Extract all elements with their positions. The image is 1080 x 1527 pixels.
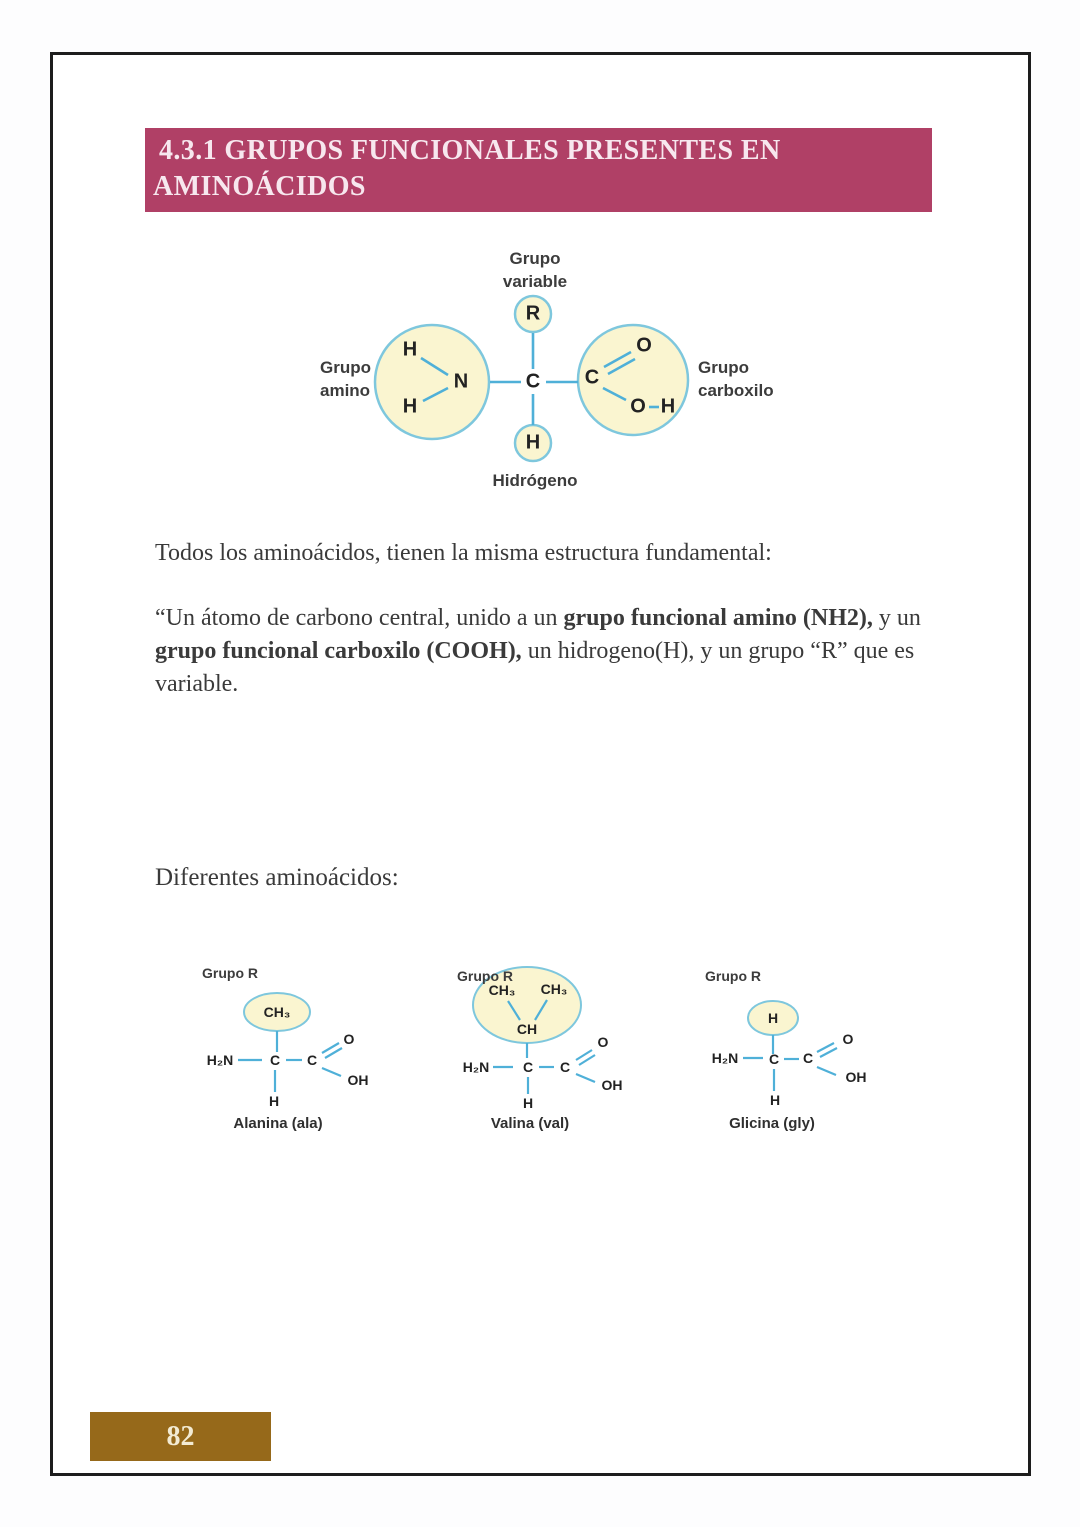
bond-lines [420, 333, 659, 425]
label-grupo-variable-line2: variable [502, 272, 568, 291]
label-grupo-carboxilo-line1: Grupo [698, 358, 749, 377]
structure-bonds-and-circles [373, 294, 690, 463]
alanine-oh: OH [347, 1072, 369, 1088]
atom-r: R [525, 302, 541, 325]
valine-oh: OH [601, 1077, 623, 1093]
valine-ch3-right: CH₃ [540, 981, 568, 997]
page-number: 82 [166, 1420, 195, 1452]
valine-c-alpha: C [522, 1059, 534, 1075]
atom-h-hydroxyl: H [660, 395, 676, 418]
quote-part-3: un hidrogeno(H), y un grupo “R” que es v… [155, 638, 915, 697]
different-aminoacids-heading: Diferentes aminoácidos: [155, 864, 399, 891]
group-circles [373, 294, 690, 463]
atom-h-bottom: H [402, 395, 418, 418]
glycine-oh: OH [845, 1069, 867, 1085]
atom-o-single: O [630, 395, 646, 418]
section-title-line-1: 4.3.1 GRUPOS FUNCIONALES PRESENTES EN [159, 135, 781, 166]
glycine-r-group: H [767, 1010, 779, 1026]
valine-ch: CH [516, 1021, 538, 1037]
alanine-c-alpha: C [269, 1052, 281, 1068]
valine-grupo-r-label: Grupo R [457, 968, 513, 984]
atom-h-alpha: H [525, 431, 541, 454]
glycine-grupo-r-label: Grupo R [705, 968, 761, 984]
glycine-c-carboxyl: C [802, 1050, 814, 1066]
page-number-box: 82 [90, 1412, 271, 1461]
quote-part-1: “Un átomo de carbono central, unido a un [155, 605, 564, 631]
valine-amine: H₂N [462, 1059, 490, 1075]
quote-bold-carboxilo: grupo funcional carboxilo (COOH), [155, 638, 522, 664]
valine-caption: Valina (val) [490, 1115, 570, 1132]
label-grupo-carboxilo-line2: carboxilo [698, 381, 774, 400]
label-grupo-amino-line2: amino [320, 381, 371, 400]
glycine-h: H [769, 1092, 781, 1108]
atom-c-alpha: C [525, 370, 541, 393]
alanine-o: O [343, 1031, 355, 1047]
valine-bonds [472, 966, 596, 1094]
section-title-line-2: AMINOÁCIDOS [153, 171, 366, 202]
alanine-bonds [238, 992, 343, 1092]
glycine-o: O [842, 1031, 854, 1047]
label-hidrogeno: Hidrógeno [492, 471, 578, 490]
atom-c-carboxyl: C [584, 366, 600, 389]
glycine-bonds [743, 1000, 838, 1091]
quote-paragraph: “Un átomo de carbono central, unido a un… [155, 602, 950, 701]
valine-figure: Grupo R CH₃ CH₃ CH H₂N C C O OH H Valina… [440, 963, 675, 1138]
glycine-figure: Grupo R H H₂N C C O OH H Glicina (gly) [698, 963, 918, 1138]
label-grupo-amino-line1: Grupo [320, 358, 371, 377]
label-grupo-variable-line1: Grupo [509, 249, 561, 268]
atom-o-double: O [636, 334, 652, 357]
label-grupo-amino: Grupo amino [320, 356, 371, 402]
valine-h: H [522, 1095, 534, 1111]
alanine-amine: H₂N [206, 1052, 234, 1068]
alanine-c-carboxyl: C [306, 1052, 318, 1068]
label-grupo-carboxilo: Grupo carboxilo [698, 356, 774, 402]
label-grupo-variable: Grupo variable [485, 247, 585, 293]
atom-n: N [453, 370, 469, 393]
glycine-c-alpha: C [768, 1051, 780, 1067]
alanine-h: H [268, 1093, 280, 1109]
alanine-r-group: CH₃ [263, 1004, 291, 1020]
section-title-banner: 4.3.1 GRUPOS FUNCIONALES PRESENTES EN AM… [145, 128, 932, 212]
valine-c-carboxyl: C [559, 1059, 571, 1075]
glycine-caption: Glicina (gly) [729, 1115, 815, 1132]
valine-o: O [597, 1034, 609, 1050]
alanine-grupo-r-label: Grupo R [202, 965, 258, 981]
atom-h-top: H [402, 338, 418, 361]
page-border [50, 52, 1031, 1476]
glycine-amine: H₂N [711, 1050, 739, 1066]
intro-paragraph: Todos los aminoácidos, tienen la misma e… [155, 540, 772, 566]
amino-acid-structure-figure: Grupo variable Grupo amino Grupo carboxi… [290, 245, 790, 495]
quote-bold-amino: grupo funcional amino (NH2), [563, 605, 873, 631]
quote-part-2: y un [872, 605, 921, 631]
alanine-caption: Alanina (ala) [233, 1115, 323, 1132]
valine-ch3-left: CH₃ [488, 982, 516, 998]
alanine-figure: Grupo R CH₃ H₂N C C O OH H Alanina (ala) [198, 963, 428, 1138]
